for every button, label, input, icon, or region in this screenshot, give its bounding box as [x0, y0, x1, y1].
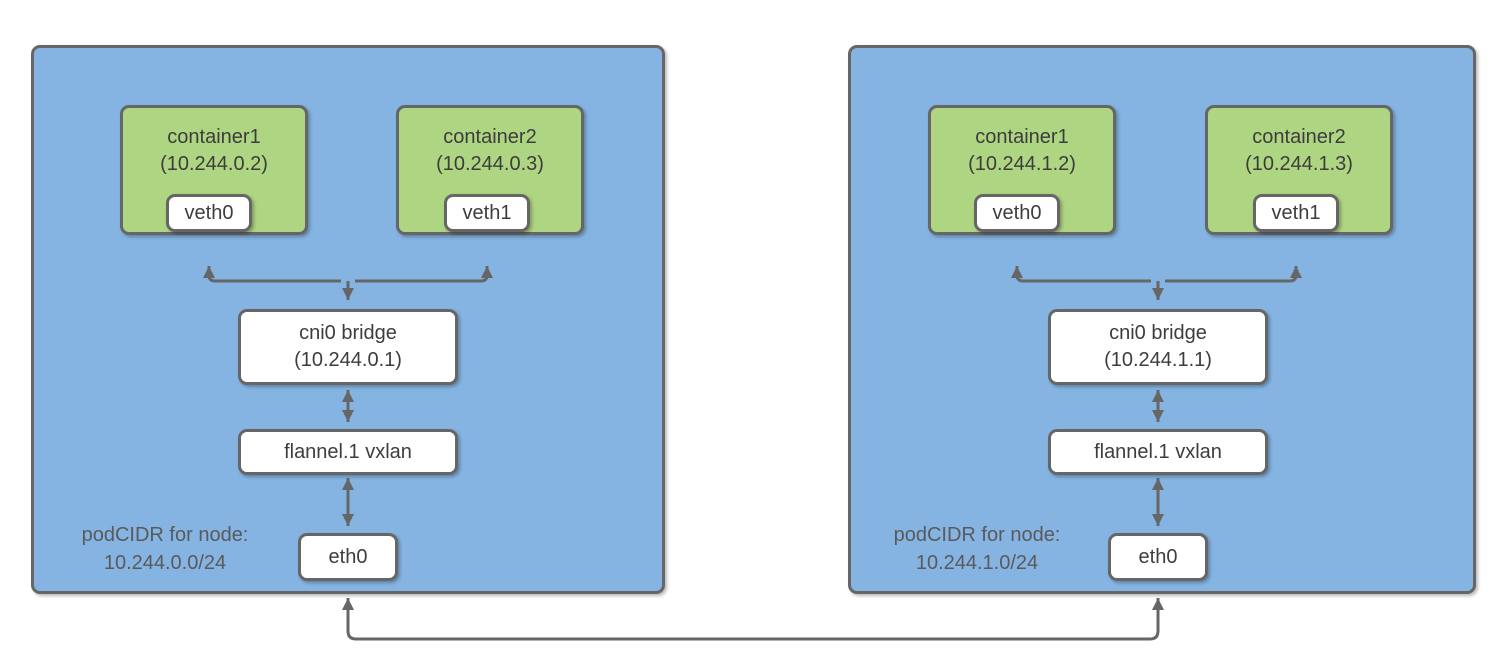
- connector-veth-to-bridge-right: [1011, 266, 1302, 300]
- container-name: container1: [167, 126, 261, 148]
- podcidr-label-line1: podCIDR for node:: [81, 524, 249, 546]
- container-name: container2: [443, 126, 537, 148]
- cni0-bridge-box-left[interactable]: cni0 bridge (10.244.0.1): [238, 309, 458, 385]
- veth-box-right-1[interactable]: veth0: [974, 194, 1060, 232]
- veth-label: veth1: [1271, 201, 1321, 224]
- bridge-ip: (10.244.0.1): [294, 349, 402, 371]
- veth-label: veth1: [462, 201, 512, 224]
- eth-label: eth0: [1138, 545, 1178, 568]
- veth-box-left-1[interactable]: veth0: [166, 194, 252, 232]
- veth-box-left-2[interactable]: veth1: [444, 194, 530, 232]
- podcidr-label-line2: 10.244.0.0/24: [103, 552, 227, 574]
- flannel-label: flannel.1 vxlan: [1094, 440, 1222, 463]
- podcidr-label-line1: podCIDR for node:: [893, 524, 1061, 546]
- eth0-box-left[interactable]: eth0: [298, 533, 398, 581]
- podcidr-label-left: podCIDR for node: 10.244.0.0/24: [50, 521, 280, 577]
- flannel-label: flannel.1 vxlan: [284, 440, 412, 463]
- flannel-vxlan-box-left[interactable]: flannel.1 vxlan: [238, 429, 458, 475]
- container-ip: (10.244.0.3): [436, 153, 544, 175]
- eth0-box-right[interactable]: eth0: [1108, 533, 1208, 581]
- container-name: container2: [1252, 126, 1346, 148]
- bridge-ip: (10.244.1.1): [1104, 349, 1212, 371]
- connector-veth-to-bridge-left: [203, 266, 493, 300]
- podcidr-label-line2: 10.244.1.0/24: [915, 552, 1039, 574]
- veth-label: veth0: [184, 201, 234, 224]
- bridge-name: cni0 bridge: [1109, 322, 1207, 344]
- veth-label: veth0: [992, 201, 1042, 224]
- container-ip: (10.244.1.3): [1245, 153, 1353, 175]
- container-ip: (10.244.0.2): [160, 153, 268, 175]
- container-ip: (10.244.1.2): [968, 153, 1076, 175]
- cni0-bridge-box-right[interactable]: cni0 bridge (10.244.1.1): [1048, 309, 1268, 385]
- bridge-name: cni0 bridge: [299, 322, 397, 344]
- flannel-vxlan-box-right[interactable]: flannel.1 vxlan: [1048, 429, 1268, 475]
- eth-label: eth0: [328, 545, 368, 568]
- podcidr-label-right: podCIDR for node: 10.244.1.0/24: [862, 521, 1092, 577]
- container-name: container1: [975, 126, 1069, 148]
- veth-box-right-2[interactable]: veth1: [1253, 194, 1339, 232]
- connector-internode-network: [342, 598, 1164, 641]
